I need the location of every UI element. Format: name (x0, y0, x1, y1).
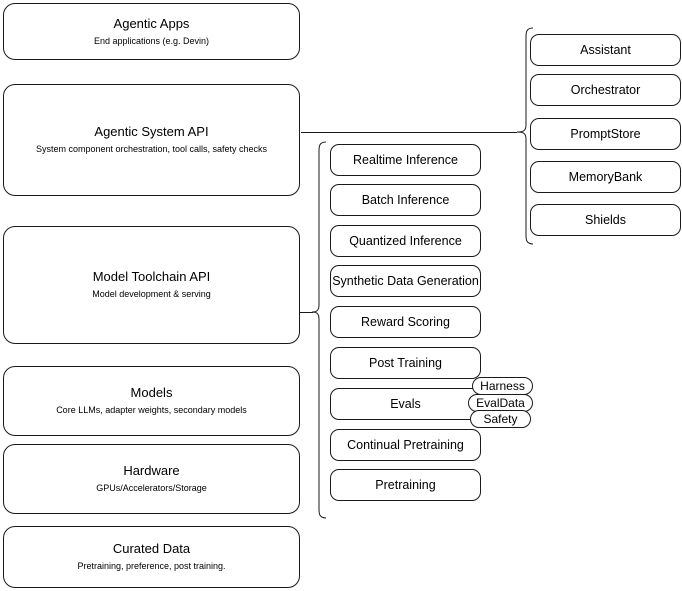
layer-box-agentic-system-api[interactable]: Agentic System API System component orch… (3, 84, 300, 196)
layer-box-model-toolchain-api[interactable]: Model Toolchain API Model development & … (3, 226, 300, 344)
capability-label: Synthetic Data Generation (332, 274, 479, 288)
capability-box-post-training[interactable]: Post Training (330, 347, 481, 379)
component-box-promptstore[interactable]: PromptStore (530, 118, 681, 150)
capability-label: Continual Pretraining (347, 438, 464, 452)
layer-title: Model Toolchain API (92, 269, 211, 284)
capability-label: Realtime Inference (353, 153, 458, 167)
capability-box-batch-inference[interactable]: Batch Inference (330, 184, 481, 216)
layer-box-hardware[interactable]: Hardware GPUs/Accelerators/Storage (3, 444, 300, 514)
component-box-orchestrator[interactable]: Orchestrator (530, 74, 681, 106)
layer-title: Agentic Apps (113, 15, 190, 31)
component-label: MemoryBank (568, 170, 643, 184)
component-label: Shields (585, 213, 626, 227)
layer-title: Models (130, 385, 173, 400)
layer-title: Curated Data (112, 541, 191, 556)
bracket-model-toolchain (302, 140, 328, 520)
component-label: PromptStore (570, 127, 641, 141)
layer-box-models[interactable]: Models Core LLMs, adapter weights, secon… (3, 366, 300, 436)
capability-box-continual-pretraining[interactable]: Continual Pretraining (330, 429, 481, 461)
component-box-assistant[interactable]: Assistant (530, 34, 681, 66)
capability-label: Post Training (369, 356, 442, 370)
connector-line-agentic-system-api (301, 132, 517, 133)
eval-tag-label: Safety (483, 412, 518, 426)
capability-box-pretraining[interactable]: Pretraining (330, 469, 481, 501)
eval-tag-label: Harness (480, 379, 525, 393)
capability-box-synthetic-data-generation[interactable]: Synthetic Data Generation (330, 265, 481, 297)
eval-tag-evaldata[interactable]: EvalData (468, 394, 533, 412)
eval-tag-safety[interactable]: Safety (470, 410, 531, 428)
capability-box-realtime-inference[interactable]: Realtime Inference (330, 144, 481, 176)
capability-box-quantized-inference[interactable]: Quantized Inference (330, 225, 481, 257)
eval-tag-harness[interactable]: Harness (472, 377, 533, 395)
component-label: Orchestrator (570, 83, 641, 97)
layer-box-agentic-apps[interactable]: Agentic Apps End applications (e.g. Devi… (3, 3, 300, 60)
layer-title: Agentic System API (94, 124, 209, 139)
capability-label: Evals (390, 397, 421, 411)
connector-stub-model-toolchain (300, 312, 313, 313)
layer-title: Hardware (123, 463, 180, 478)
layer-subtitle: GPUs/Accelerators/Storage (96, 483, 207, 493)
layer-box-curated-data[interactable]: Curated Data Pretraining, preference, po… (3, 526, 300, 588)
capability-label: Pretraining (375, 478, 436, 492)
capability-box-evals[interactable]: Evals (330, 388, 481, 420)
capability-label: Quantized Inference (349, 234, 462, 248)
eval-tag-label: EvalData (476, 396, 525, 410)
component-box-shields[interactable]: Shields (530, 204, 681, 236)
layer-subtitle: System component orchestration, tool cal… (35, 144, 268, 154)
layer-subtitle: End applications (e.g. Devin) (93, 35, 210, 46)
layer-subtitle: Core LLMs, adapter weights, secondary mo… (56, 405, 247, 415)
capability-box-reward-scoring[interactable]: Reward Scoring (330, 306, 481, 338)
layer-subtitle: Model development & serving (92, 289, 211, 299)
capability-label: Reward Scoring (361, 315, 450, 329)
layer-subtitle: Pretraining, preference, post training. (77, 561, 226, 571)
component-label: Assistant (580, 43, 631, 57)
capability-label: Batch Inference (361, 193, 450, 207)
component-box-memorybank[interactable]: MemoryBank (530, 161, 681, 193)
bracket-agentic-system (513, 26, 535, 246)
